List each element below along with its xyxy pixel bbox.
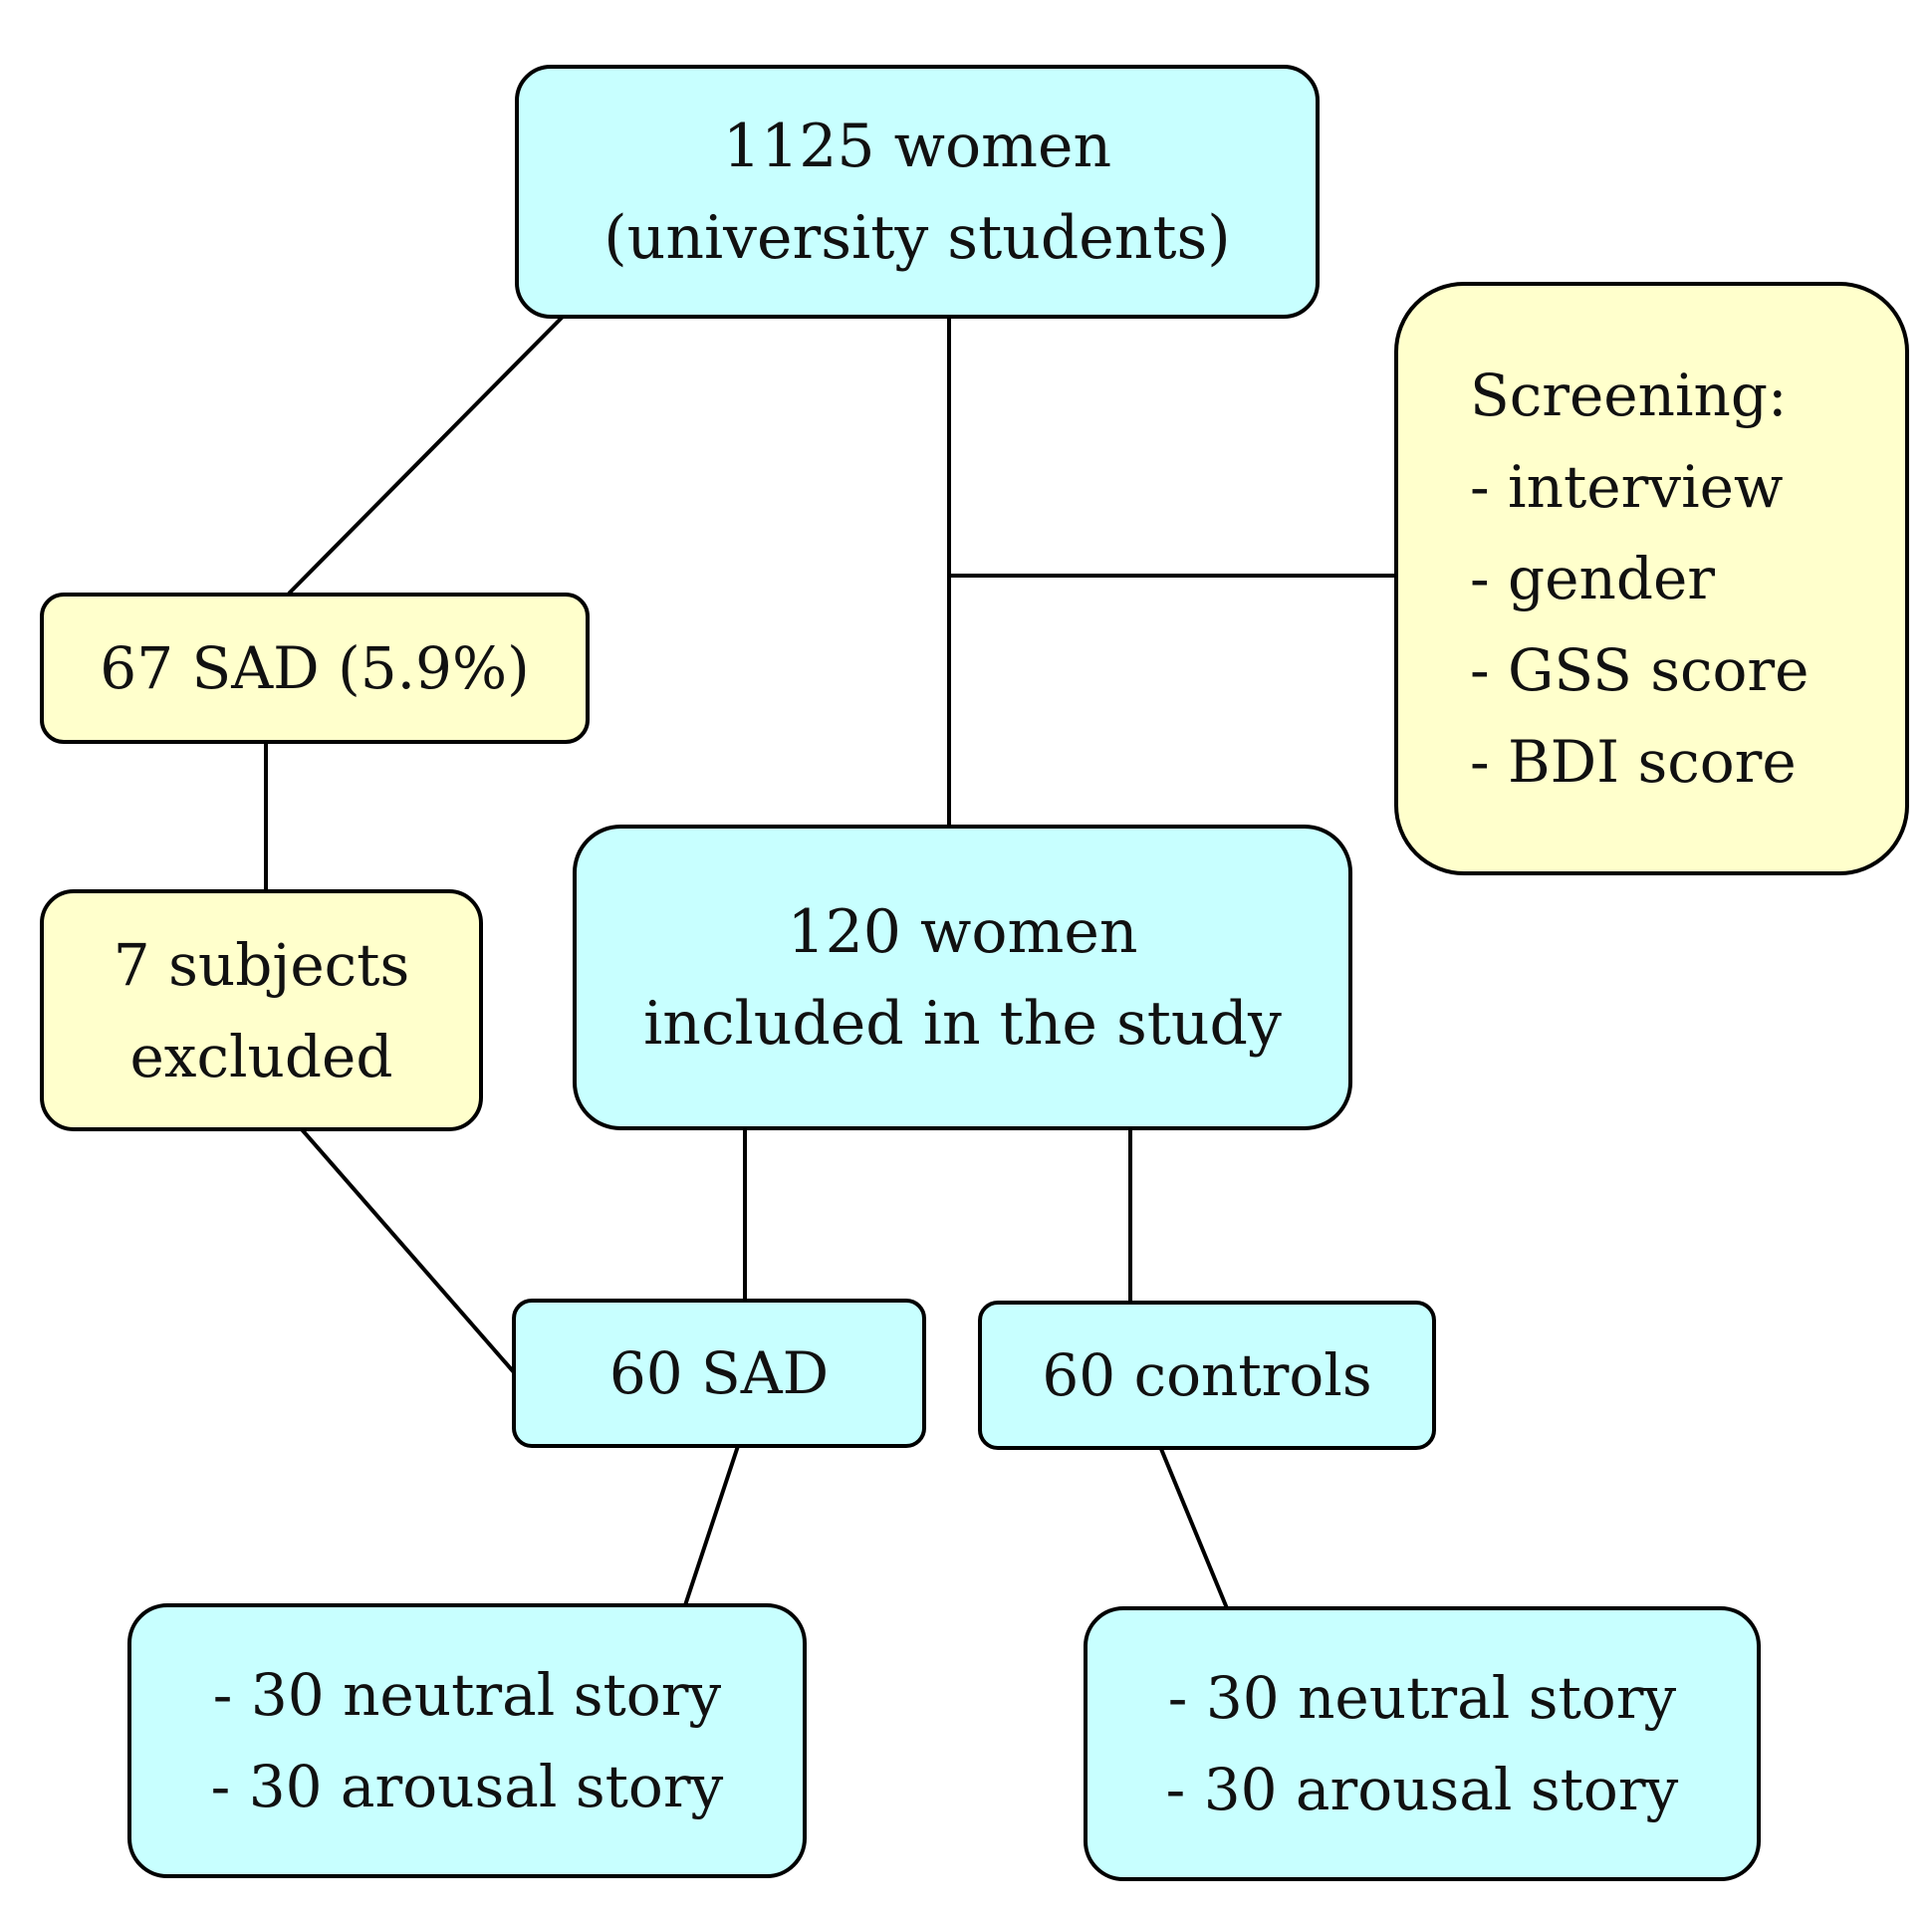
control-stories-box: - 30 neutral story - 30 arousal story	[1084, 1606, 1761, 1881]
included-women-count: 120 women	[787, 896, 1138, 967]
screening-item-gss-score: - GSS score	[1470, 636, 1810, 704]
screening-item-interview: - interview	[1470, 453, 1784, 521]
excluded-count: 7 subjects	[113, 930, 410, 999]
sad-identified-label: 67 SAD (5.9%)	[100, 634, 530, 702]
connector-controls-to-stories	[1159, 1448, 1229, 1609]
screening-title: Screening:	[1470, 361, 1788, 429]
total-women-population: (university students)	[604, 202, 1231, 273]
control-group-box: 60 controls	[978, 1301, 1436, 1450]
screening-box: Screening: - interview - gender - GSS sc…	[1394, 282, 1909, 875]
included-women-label: included in the study	[643, 988, 1282, 1059]
connector-excluded-to-sad-group	[299, 1126, 516, 1374]
screening-item-bdi-score: - BDI score	[1470, 728, 1797, 796]
excluded-label: excluded	[129, 1022, 393, 1090]
control-stories-neutral: - 30 neutral story	[1167, 1664, 1677, 1732]
sad-group-label: 60 SAD	[608, 1339, 830, 1407]
sad-stories-box: - 30 neutral story - 30 arousal story	[127, 1603, 807, 1878]
total-women-count: 1125 women	[722, 111, 1112, 181]
sad-stories-arousal: - 30 arousal story	[210, 1753, 724, 1820]
control-stories-arousal: - 30 arousal story	[1165, 1756, 1679, 1823]
screening-item-gender: - gender	[1470, 545, 1716, 612]
excluded-box: 7 subjects excluded	[40, 889, 483, 1131]
sad-group-box: 60 SAD	[512, 1299, 926, 1448]
included-women-box: 120 women included in the study	[573, 825, 1352, 1130]
sad-identified-box: 67 SAD (5.9%)	[40, 593, 590, 744]
connector-sad-group-to-stories	[683, 1445, 740, 1606]
sad-stories-neutral: - 30 neutral story	[212, 1661, 722, 1729]
control-group-label: 60 controls	[1042, 1341, 1372, 1409]
connector-total-to-sad	[287, 315, 565, 596]
total-women-box: 1125 women (university students)	[515, 65, 1320, 319]
